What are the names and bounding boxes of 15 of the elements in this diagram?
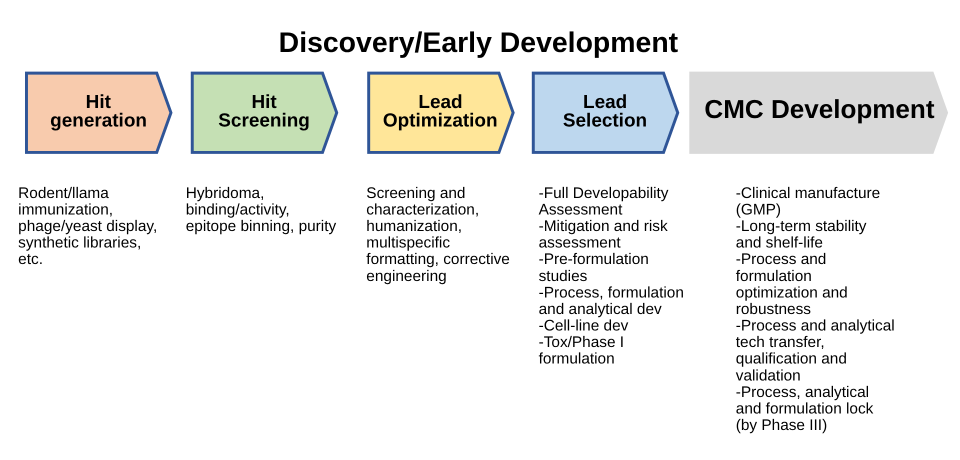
node-label: -Process, analytical and formulation lock (by Phase III)	[736, 384, 874, 434]
node-label: -Process, formulation and analytical dev	[538, 284, 684, 318]
node-label: -Cell-line dev	[538, 318, 628, 335]
node-label: Screening and characterization, humanization, multispecific formatting, corrective engineering	[366, 184, 510, 285]
node-label: -Clinical manufacture (GMP)	[736, 184, 880, 218]
node-label: -Mitigation and risk assessment	[538, 218, 668, 252]
node-label: Hybridoma, binding/activity, epitope binning, purity	[186, 184, 336, 236]
node-label: Rodent/llama immunization, phage/yeast display, synthetic libraries, etc.	[18, 184, 158, 268]
node-label: -Tox/Phase I formulation	[538, 334, 624, 368]
node-label: -Long-term stability and shelf-life	[736, 218, 867, 252]
node-label: -Process and analytical tech transfer, qualification and validation	[736, 318, 895, 384]
node-label: -Full Developability Assessment	[538, 184, 669, 218]
node-label: -Process and formulation optimization and robustness	[736, 251, 848, 318]
node-label: -Pre-formulation studies	[538, 251, 649, 285]
diagram-title: Discovery/Early Development	[278, 27, 678, 60]
